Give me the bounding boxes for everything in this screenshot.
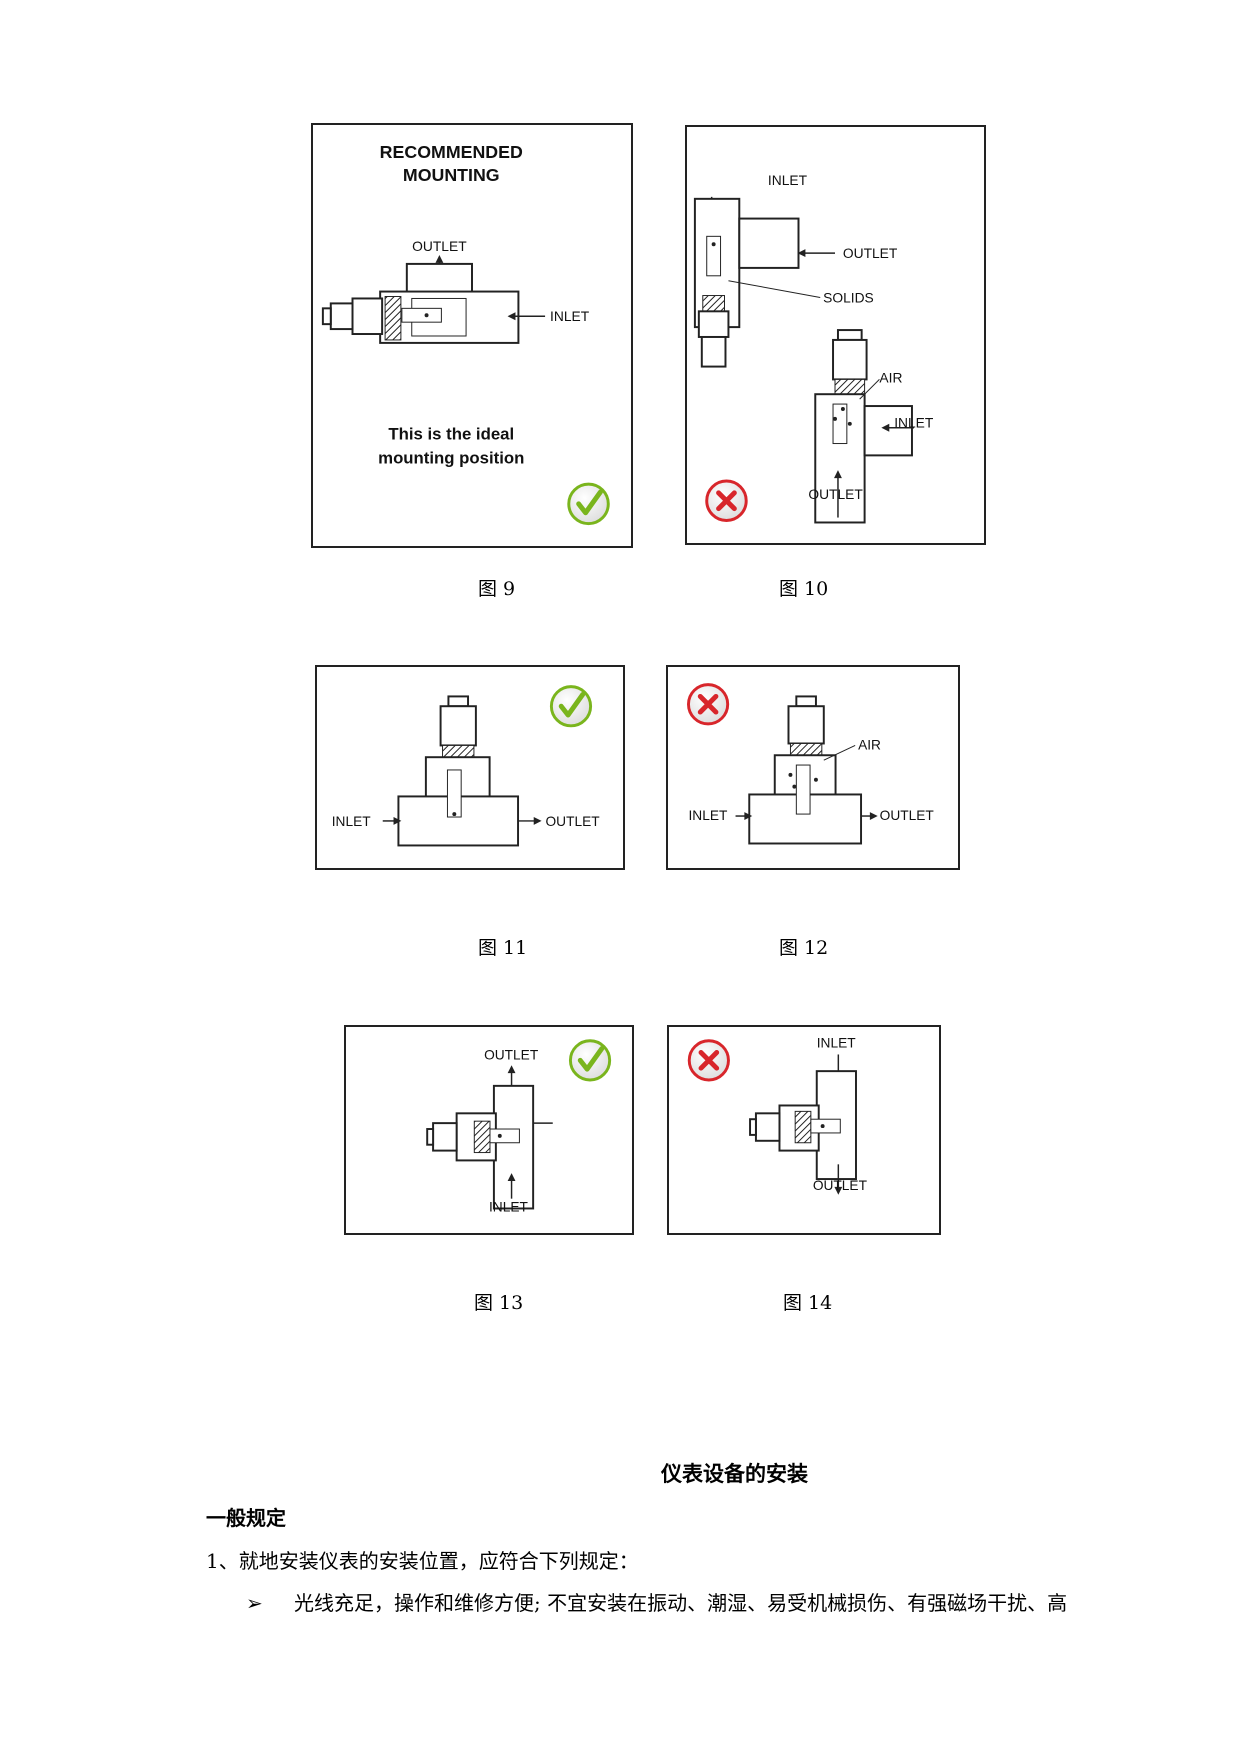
section-title: 仪表设备的安装 xyxy=(661,1462,808,1486)
figure-13-diagram: OUTLET INLET xyxy=(426,1039,612,1214)
fig10-air-label: AIR xyxy=(879,369,902,385)
figure-13-panel: OUTLET INLET xyxy=(344,1025,634,1235)
check-icon xyxy=(549,685,593,728)
fig9-title-line1: RECOMMENDED xyxy=(380,142,523,162)
fig9-outlet-label: OUTLET xyxy=(412,238,467,254)
bullet-item: ➢ 光线充足，操作和维修方便; 不宜安装在振动、潮湿、易受机械损伤、有强磁场干扰、… xyxy=(246,1587,1067,1616)
cross-icon xyxy=(687,1039,730,1082)
figure-14-panel: INLET OUTLET xyxy=(667,1025,941,1235)
check-icon xyxy=(568,1039,612,1082)
bullet-text: 光线充足，操作和维修方便; 不宜安装在振动、潮湿、易受机械损伤、有强磁场干扰、高 xyxy=(294,1591,1068,1615)
figure-10-diagram: INLET OUTLET SOLIDS AIR INLET OUTLET xyxy=(693,172,934,524)
fig11-inlet-label: INLET xyxy=(332,814,371,829)
fig9-inlet-label: INLET xyxy=(550,308,590,324)
figure-11-panel: INLET OUTLET xyxy=(315,665,625,870)
figure-10-caption: 图 10 xyxy=(779,578,829,600)
fig10-outlet-bottom-label: OUTLET xyxy=(808,486,863,502)
fig9-title-line2: MOUNTING xyxy=(403,165,500,185)
fig11-outlet-label: OUTLET xyxy=(545,814,600,829)
fig10-inlet-top-label: INLET xyxy=(768,172,808,188)
figure-14-diagram: INLET OUTLET xyxy=(687,1036,868,1195)
fig12-inlet-label: INLET xyxy=(688,808,727,823)
fig13-inlet-label: INLET xyxy=(489,1199,528,1214)
cross-icon xyxy=(705,479,748,522)
figure-10-panel: INLET OUTLET SOLIDS AIR INLET OUTLET xyxy=(685,125,986,545)
figure-12-caption: 图 12 xyxy=(779,937,829,959)
paragraph: 1、就地安装仪表的安装位置，应符合下列规定： xyxy=(206,1549,639,1573)
figure-11-diagram: INLET OUTLET xyxy=(332,685,600,847)
fig12-air-label: AIR xyxy=(858,737,881,752)
figure-12-diagram: AIR INLET OUTLET xyxy=(687,683,935,845)
figure-13-caption: 图 13 xyxy=(474,1292,524,1314)
arrow-bullet-icon: ➢ xyxy=(246,1591,263,1615)
figure-11-caption: 图 11 xyxy=(478,937,528,959)
cross-icon xyxy=(687,683,730,726)
fig14-outlet-label: OUTLET xyxy=(813,1178,868,1193)
figure-9-caption: 图 9 xyxy=(478,578,516,600)
figure-12-panel: AIR INLET OUTLET xyxy=(666,665,960,870)
fig10-solids-label: SOLIDS xyxy=(823,289,874,305)
fig12-outlet-label: OUTLET xyxy=(880,808,935,823)
figure-9-panel: RECOMMENDED MOUNTING OUTLET INLET This i… xyxy=(311,123,633,548)
fig9-note-line2: mounting position xyxy=(378,448,524,467)
fig10-outlet-top-label: OUTLET xyxy=(843,245,898,261)
check-icon xyxy=(567,482,610,526)
fig9-note-line1: This is the ideal xyxy=(388,425,514,444)
figure-14-caption: 图 14 xyxy=(783,1292,833,1314)
figure-9-diagram: RECOMMENDED MOUNTING OUTLET INLET This i… xyxy=(321,142,610,526)
fig14-inlet-label: INLET xyxy=(817,1036,856,1051)
heading: 一般规定 xyxy=(206,1506,286,1530)
fig13-outlet-label: OUTLET xyxy=(484,1047,539,1062)
fig10-inlet-bottom-label: INLET xyxy=(894,415,934,431)
